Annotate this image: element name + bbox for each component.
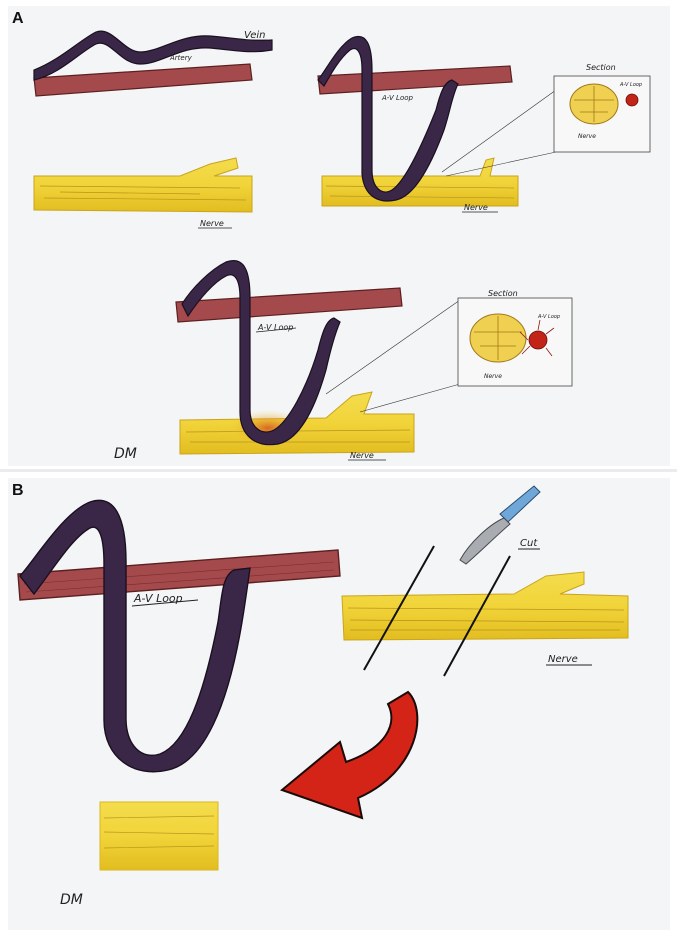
scalpel-icon bbox=[460, 486, 540, 564]
nerve-label-b: Nerve bbox=[548, 654, 578, 665]
panel-a: A Vein Artery Nerve bbox=[0, 0, 677, 470]
av-loop-section bbox=[626, 94, 638, 106]
artery-label: Artery bbox=[169, 54, 193, 62]
section-box-3 bbox=[458, 298, 572, 386]
av-loop bbox=[20, 500, 250, 771]
signature: DM bbox=[60, 892, 83, 908]
nerve-label-section-2: Nerve bbox=[578, 133, 596, 140]
artery bbox=[176, 288, 402, 322]
section-label-2: Section bbox=[586, 63, 616, 72]
av-loop-section bbox=[529, 331, 547, 349]
av-loop-label-3: A-V Loop bbox=[257, 323, 293, 332]
stage1-vessels bbox=[34, 31, 272, 96]
panel-b-drawing: A-V Loop Nerve Cut DM bbox=[0, 472, 677, 934]
nerve-label-section-3: Nerve bbox=[484, 373, 502, 380]
signature: DM bbox=[114, 446, 137, 462]
artery bbox=[34, 64, 252, 96]
panel-b: B A-V Loop Nerve Cut bbox=[0, 472, 677, 934]
curved-arrow-icon bbox=[282, 692, 417, 818]
nerve-label-3: Nerve bbox=[350, 451, 374, 460]
av-loop-label-b: A-V Loop bbox=[133, 592, 183, 605]
nerve-label-1: Nerve bbox=[200, 219, 224, 228]
nerve-segment bbox=[100, 802, 218, 870]
cut-label: Cut bbox=[520, 538, 538, 549]
stage2-vessels bbox=[318, 36, 518, 206]
av-loop-label-section-2: A-V Loop bbox=[619, 82, 642, 88]
section-label-3: Section bbox=[488, 289, 518, 298]
stage1-nerve bbox=[34, 158, 252, 212]
artery bbox=[318, 66, 512, 94]
nerve-body bbox=[34, 158, 252, 212]
nerve-label-2: Nerve bbox=[464, 203, 488, 212]
av-loop-label-section-3: A-V Loop bbox=[537, 314, 560, 320]
panel-a-drawing: Vein Artery Nerve A-V Loop Nerve Section… bbox=[0, 0, 677, 470]
av-loop-label-2: A-V Loop bbox=[381, 94, 414, 102]
vein-label: Vein bbox=[244, 30, 266, 41]
